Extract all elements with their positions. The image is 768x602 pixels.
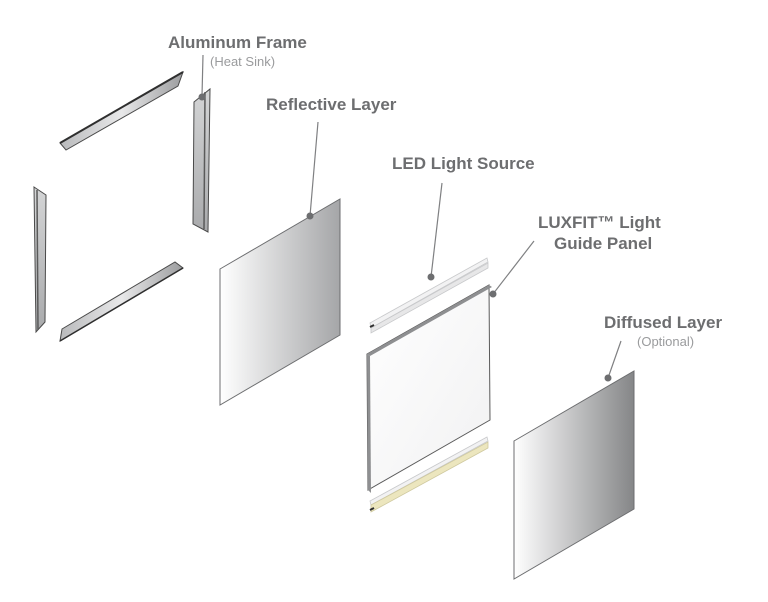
label-light-guide-line2: Guide Panel: [554, 234, 652, 253]
label-optional: (Optional): [637, 334, 694, 349]
aluminum-frame: [34, 72, 210, 341]
label-aluminum-frame: Aluminum Frame: [168, 33, 307, 52]
label-led-light-source: LED Light Source: [392, 154, 535, 173]
label-diffused-layer: Diffused Layer: [604, 313, 722, 332]
frame-bottom-rail: [60, 262, 183, 341]
label-heat-sink: (Heat Sink): [210, 54, 275, 69]
diffused-layer-panel: [514, 371, 634, 579]
frame-left-rail: [34, 187, 46, 332]
label-reflective-layer: Reflective Layer: [266, 95, 397, 114]
reflective-layer-panel: [220, 199, 340, 405]
label-light-guide-line1: LUXFIT™ Light: [538, 213, 661, 232]
frame-right-rail: [193, 89, 210, 232]
